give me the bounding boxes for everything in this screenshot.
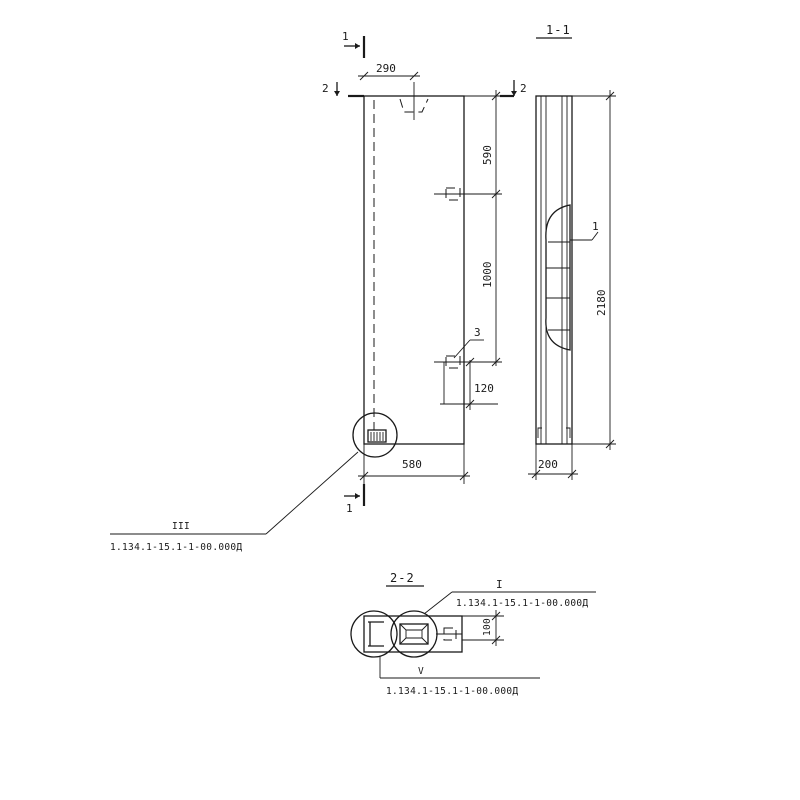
embedded-part-upper [434,187,468,201]
cut-marker-2-left: 2 [322,82,364,98]
cut-marker-1-bottom: 1 [344,484,366,515]
dim-580: 580 [358,444,470,484]
dim-2180-label: 2180 [595,290,608,317]
dim-290: 290 [358,62,420,81]
dim-580-label: 580 [402,458,422,471]
node-V-circle [350,610,398,658]
cut-label-1-bottom: 1 [346,502,353,515]
cut-marker-1-top: 1 [342,30,366,58]
section-2-2: 2-2 100 I 1.134.1-15.1-1-00.000Д V 1.134… [350,571,596,697]
dim-200-label: 200 [538,458,558,471]
dim-120-label: 120 [474,382,494,395]
section-1-1-title: 1-1 [546,23,571,37]
panel-outline [363,95,465,445]
node-I-circle [390,610,438,658]
cut-label-2-left: 2 [322,82,329,95]
dim-100-label: 100 [482,618,493,636]
node-III-circle [352,412,398,458]
node-I-reference: 1.134.1-15.1-1-00.000Д [456,598,588,609]
section-1-1: 1-1 1 2180 200 [528,23,616,480]
node-III-callout: III 1.134.1-15.1-1-00.000Д [110,451,359,553]
dim-chain-right: 590 1000 120 [440,90,502,410]
callout-3: 3 [453,326,484,359]
dim-1000-label: 1000 [481,262,494,289]
embedded-part-lower [434,355,468,404]
node-V-reference: 1.134.1-15.1-1-00.000Д [386,686,518,697]
dim-290-label: 290 [376,62,396,75]
side-outline [535,95,573,445]
cut-label-2-right: 2 [520,82,527,95]
node-I-roman: I [496,578,503,591]
insulation-insert [545,204,571,351]
cut-marker-2-right: 2 [500,80,527,98]
cut-label-1-top: 1 [342,30,349,43]
section-2-2-title: 2-2 [390,571,415,585]
callout-1-label: 1 [592,220,599,233]
node-III-roman: III [172,521,190,532]
callout-3-label: 3 [474,326,481,339]
lifting-loop [399,98,429,113]
dim-590-label: 590 [481,145,494,165]
node-V-roman: V [418,666,424,677]
node-III-reference: 1.134.1-15.1-1-00.000Д [110,542,242,553]
front-view [352,82,468,458]
